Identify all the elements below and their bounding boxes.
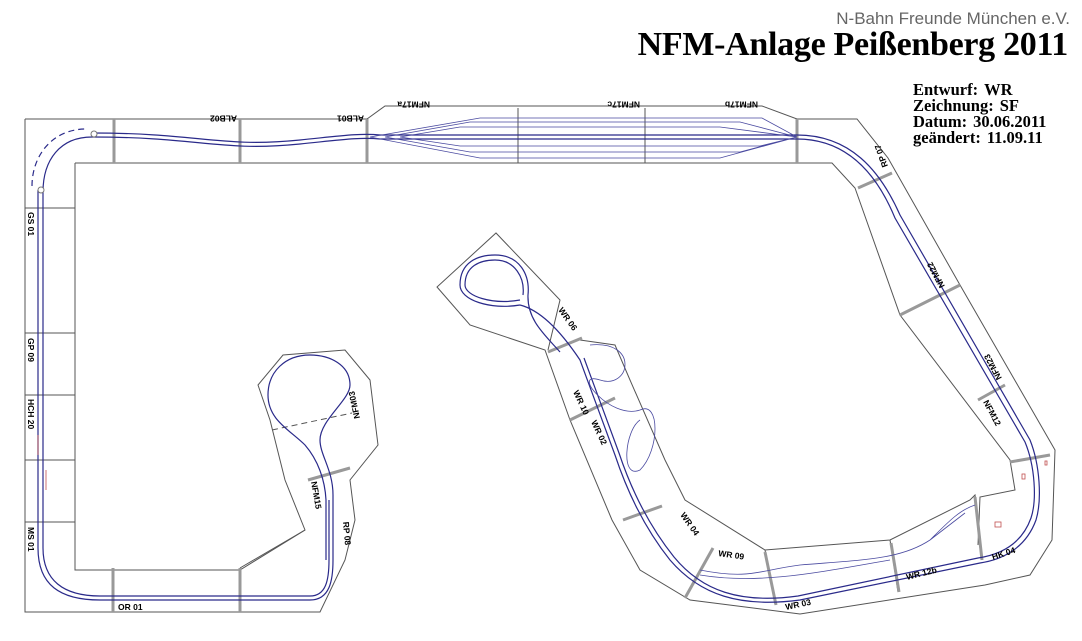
- label-or01: OR 01: [118, 602, 143, 612]
- label-alb02: ALB02: [210, 114, 237, 124]
- module-boards: [24, 105, 1056, 615]
- label-ms01: MS 01: [26, 527, 36, 552]
- main-track: [31, 128, 1040, 603]
- label-rp08: RP 08: [341, 521, 353, 546]
- club-name: N-Bahn Freunde München e.V.: [836, 9, 1070, 28]
- label-nfm17a: NFM17a: [397, 100, 430, 110]
- plan-metadata: Entwurf:WR Zeichnung:SF Datum:30.06.2011…: [913, 80, 1047, 147]
- label-hk04: HK 04: [991, 545, 1017, 562]
- label-nfm03: NFM03: [346, 390, 362, 420]
- label-wr06: WR 06: [556, 305, 579, 332]
- label-nfm17b: NFM17b: [725, 100, 758, 110]
- label-wr09: WR 09: [718, 548, 745, 562]
- label-nfm23: NFM23: [982, 352, 1004, 382]
- label-gp09: GP 09: [26, 338, 36, 362]
- label-wr04: WR 04: [678, 510, 701, 537]
- module-joints: [111, 119, 1051, 612]
- label-rp07: RP 07: [872, 143, 890, 169]
- module-labels: ALB02 ALB01 NFM17a NFM17c NFM17b RP 07 N…: [26, 100, 1017, 612]
- meta-row-drawing: Zeichnung:SF: [913, 96, 1019, 115]
- label-wr03: WR 03: [784, 597, 812, 612]
- label-wr12b: WR 12b: [905, 565, 938, 582]
- label-nfm17c: NFM17c: [607, 100, 640, 110]
- label-nfm12: NFM12: [981, 398, 1003, 428]
- label-wr10: WR 10: [571, 389, 591, 417]
- label-alb01: ALB01: [337, 114, 364, 124]
- meta-row-design: Entwurf:WR: [913, 80, 1013, 99]
- label-nfm15: NFM15: [309, 481, 324, 510]
- meta-row-changed: geändert:11.09.11: [913, 128, 1043, 147]
- station-tracks: [369, 117, 976, 579]
- structure-details: [37, 130, 1048, 528]
- label-gs01: GS 01: [26, 212, 36, 236]
- plan-title: NFM-Anlage Peißenberg 2011: [637, 26, 1069, 63]
- meta-row-date: Datum:30.06.2011: [913, 112, 1047, 131]
- label-hch20: HCH 20: [26, 399, 36, 430]
